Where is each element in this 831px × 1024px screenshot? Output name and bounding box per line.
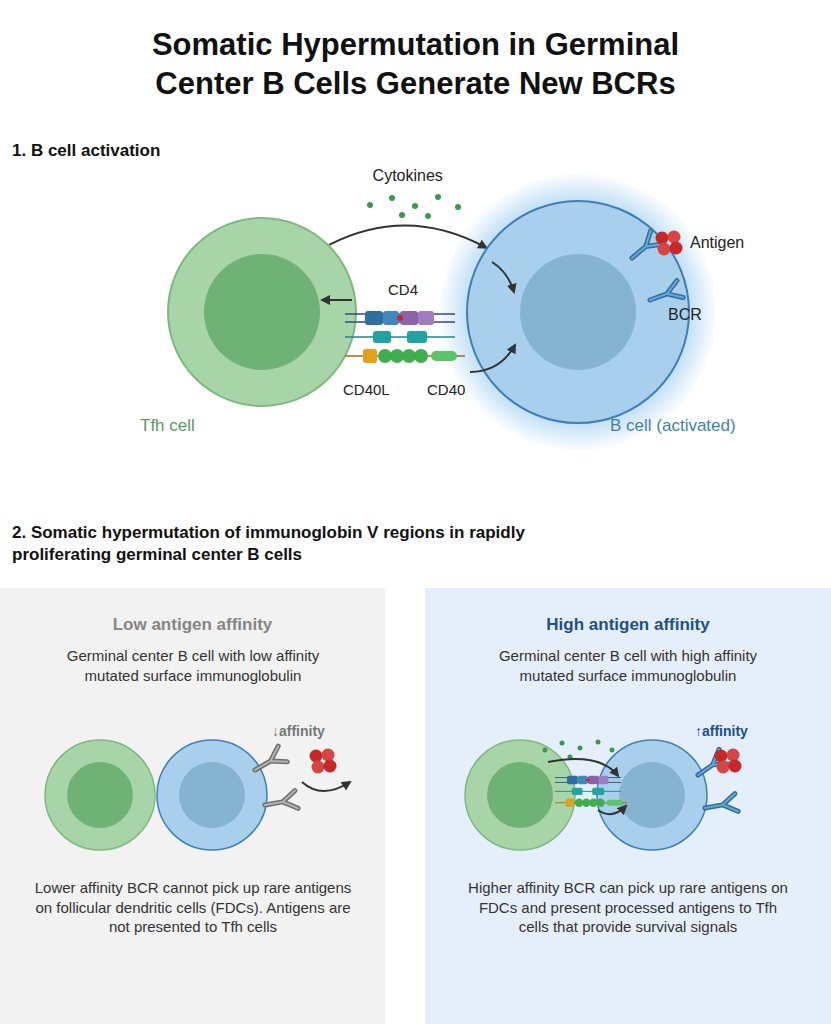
section-heading: 2. Somatic hypermutation of immunoglobin… (12, 522, 612, 566)
panel-description: Germinal center B cell with low affinity… (43, 646, 343, 685)
cytokine-arrow (329, 226, 486, 248)
cytokine-dots (367, 194, 461, 219)
panel-ground (425, 588, 831, 1024)
signal-arrow (548, 759, 618, 776)
antigen-label: Antigen (690, 233, 744, 254)
signal-arrow (322, 299, 352, 301)
nucleus (67, 762, 133, 828)
title: Somatic Hypermutation in Germinal Center… (100, 26, 731, 104)
cell-outline (167, 217, 357, 407)
receptor-pairs (555, 776, 627, 807)
bcr-symbol (263, 791, 298, 814)
tfh-cell-small (465, 740, 575, 850)
affinity-label: ↓affinity (272, 722, 325, 740)
antigen-symbol (310, 749, 337, 774)
cell-label: Tfh cell (140, 415, 195, 437)
molecule-label: CD40L (343, 380, 390, 400)
molecule-label: CD4 (388, 280, 418, 300)
cell-circle: Tfh cell (167, 217, 357, 407)
bcr-symbol (647, 281, 683, 309)
signal-arrow (492, 262, 514, 292)
antigen-symbol (715, 749, 742, 774)
bcr-symbol (251, 746, 288, 778)
gc-b-cell-small (597, 740, 707, 850)
panel-heading: Low antigen affinity (20, 614, 365, 636)
tfh-cell-small (45, 740, 155, 850)
nucleus (619, 762, 685, 828)
antigen-symbol (656, 231, 683, 256)
cell-label: B cell (activated) (610, 415, 736, 437)
section-heading: 1. B cell activation (12, 140, 160, 162)
edge-label: Cytokines (373, 166, 443, 187)
nucleus (487, 762, 553, 828)
signal-arrow (598, 806, 626, 814)
bcr-label: BCR (668, 305, 702, 326)
panel-description: Germinal center B cell with high affinit… (478, 646, 778, 685)
activation-glow (438, 172, 718, 452)
panel-explanation: Higher affinity BCR can pick up rare ant… (463, 878, 793, 937)
panel-ground (0, 588, 385, 1024)
cell-circle: B cell (activated) (466, 200, 690, 424)
panel-explanation: Lower affinity BCR cannot pick up rare a… (33, 878, 353, 937)
gc-b-cell-small (157, 740, 267, 850)
nucleus (179, 762, 245, 828)
panel-heading: High antigen affinity (448, 614, 808, 636)
signal-arrow (470, 345, 515, 372)
molecule-label: CD40 (427, 380, 465, 400)
cell-outline (466, 200, 690, 424)
affinity-label: ↑affinity (695, 722, 748, 740)
bcr-symbol (703, 794, 738, 817)
release-arrow (302, 782, 350, 791)
cytokine-dots (543, 740, 615, 760)
receptor-pairs (345, 311, 465, 363)
